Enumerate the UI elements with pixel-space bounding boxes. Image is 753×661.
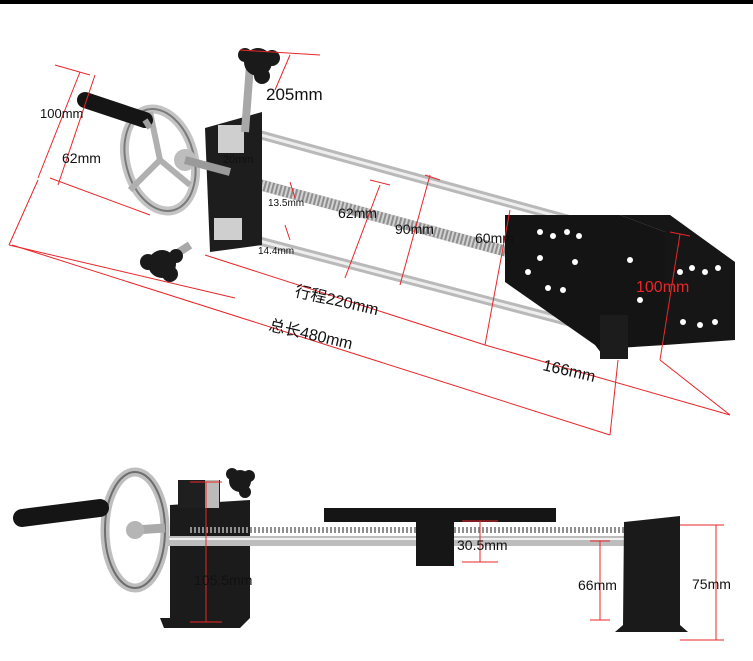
top-view	[77, 48, 735, 359]
side-left-block	[160, 500, 250, 628]
clamp-knob-bottom[interactable]	[140, 249, 183, 282]
label-carriage-span: 90mm	[395, 221, 434, 237]
label-plate-width: 60mm	[475, 230, 514, 246]
label-total-length: 总长480mm	[267, 316, 354, 353]
label-left-block-height: 105.5mm	[194, 572, 252, 588]
clamp-knob-side[interactable]	[226, 468, 255, 498]
label-knob-span: 205mm	[266, 85, 323, 104]
label-carriage-height: 30.5mm	[457, 537, 508, 553]
label-travel: 行程220mm	[293, 282, 380, 319]
dimension-lines-top	[8, 49, 731, 436]
label-screw-upper: 13.5mm	[268, 198, 304, 209]
side-carriage-block	[416, 520, 454, 566]
label-plate-length: 100mm	[636, 279, 689, 296]
side-right-block	[615, 516, 688, 632]
label-handwheel-offset: 62mm	[62, 150, 101, 166]
crank-handle-top[interactable]	[77, 92, 153, 130]
label-rod-spacing: 62mm	[338, 205, 377, 221]
label-right-block-height: 75mm	[692, 576, 731, 592]
dimension-lines-side	[190, 481, 724, 641]
handwheel-side[interactable]	[100, 467, 170, 593]
clamp-knob-top[interactable]	[238, 48, 280, 84]
label-clamp-width: 20mm	[223, 154, 254, 166]
label-plate-offset: 166mm	[541, 357, 597, 386]
side-view	[13, 467, 688, 632]
handwheel-top[interactable]	[114, 101, 232, 219]
crank-handle-side[interactable]	[13, 499, 109, 527]
side-top-plate	[324, 508, 556, 522]
label-screw-lower: 14.4mm	[258, 246, 294, 257]
label-rod-height: 66mm	[578, 577, 617, 593]
label-handle-span: 100mm	[40, 106, 83, 121]
top-border	[0, 0, 753, 4]
